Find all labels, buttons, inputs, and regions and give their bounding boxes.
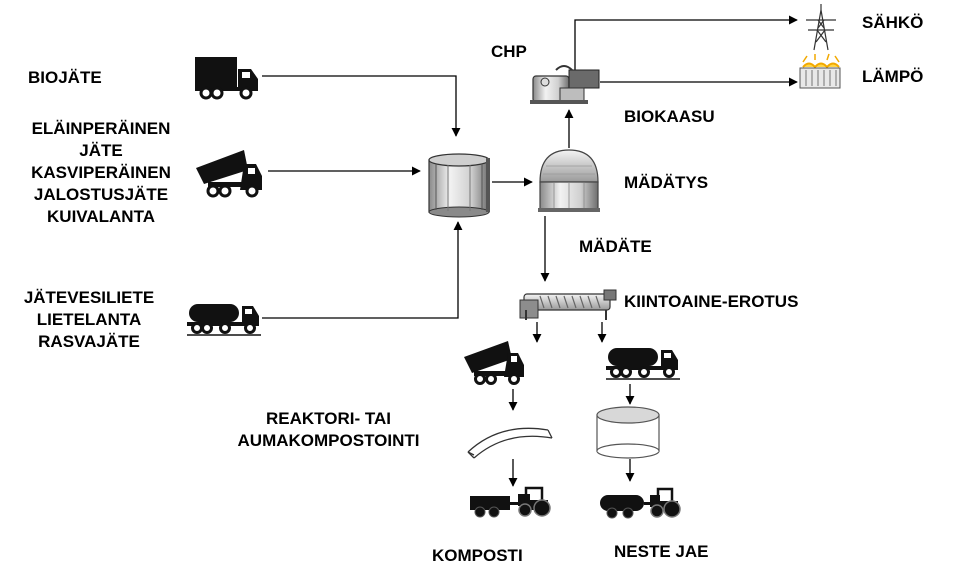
label-input-group-solid: ELÄINPERÄINEN JÄTE KASVIPERÄINEN JALOSTU…: [6, 118, 196, 228]
arrow-biojate-to-tank: [262, 76, 456, 136]
label-lampo: LÄMPÖ: [862, 66, 923, 88]
label-neste-jae: NESTE JAE: [614, 541, 708, 563]
power-pylon-icon: [806, 4, 836, 50]
label-jatevesiliete: JÄTEVESILIETE: [6, 287, 172, 309]
label-kompostointi: REAKTORI- TAI AUMAKOMPOSTOINTI: [211, 408, 446, 452]
arrow-chp-to-power: [575, 20, 797, 76]
mixing-tank-icon: [429, 154, 490, 217]
label-aumakompostointi: AUMAKOMPOSTOINTI: [211, 430, 446, 452]
label-reaktori-tai: REAKTORI- TAI: [211, 408, 446, 430]
label-madatys: MÄDÄTYS: [624, 172, 708, 194]
radiator-heat-icon: [800, 54, 840, 88]
label-chp: CHP: [491, 41, 527, 63]
arrow-liquid-inputs-to-tank: [262, 222, 458, 318]
tanker-truck-liquid-icon: [606, 348, 680, 379]
label-kasviperainen: KASVIPERÄINEN: [6, 162, 196, 184]
label-jalostusjate: JALOSTUSJÄTE: [6, 184, 196, 206]
label-biojate: BIOJÄTE: [28, 67, 102, 89]
label-elainperainen: ELÄINPERÄINEN: [6, 118, 196, 140]
label-biokaasu: BIOKAASU: [624, 106, 715, 128]
tractor-tanker-icon: [600, 489, 680, 518]
chp-engine-icon: [530, 66, 599, 104]
digester-dome-icon: [538, 150, 600, 212]
label-input-group-liquid: JÄTEVESILIETE LIETELANTA RASVAJÄTE: [6, 287, 172, 353]
label-kiintoaine-erotus: KIINTOAINE-EROTUS: [624, 291, 798, 313]
label-rasvajate: RASVAJÄTE: [6, 331, 172, 353]
label-komposti: KOMPOSTI: [432, 545, 523, 567]
label-jate: JÄTE: [6, 140, 196, 162]
compost-tunnel-icon: [468, 428, 552, 458]
dump-truck-solid-icon: [464, 341, 524, 384]
tractor-trailer-icon: [470, 488, 550, 517]
dump-truck-icon: [196, 150, 262, 196]
label-lietelanta: LIETELANTA: [6, 309, 172, 331]
storage-tank-icon: [597, 407, 659, 458]
tanker-truck-icon: [187, 304, 261, 335]
label-madate: MÄDÄTE: [579, 236, 652, 258]
box-truck-icon: [195, 57, 258, 98]
label-sahko: SÄHKÖ: [862, 12, 923, 34]
separator-screw-icon: [520, 290, 616, 320]
label-kuivalanta: KUIVALANTA: [6, 206, 196, 228]
